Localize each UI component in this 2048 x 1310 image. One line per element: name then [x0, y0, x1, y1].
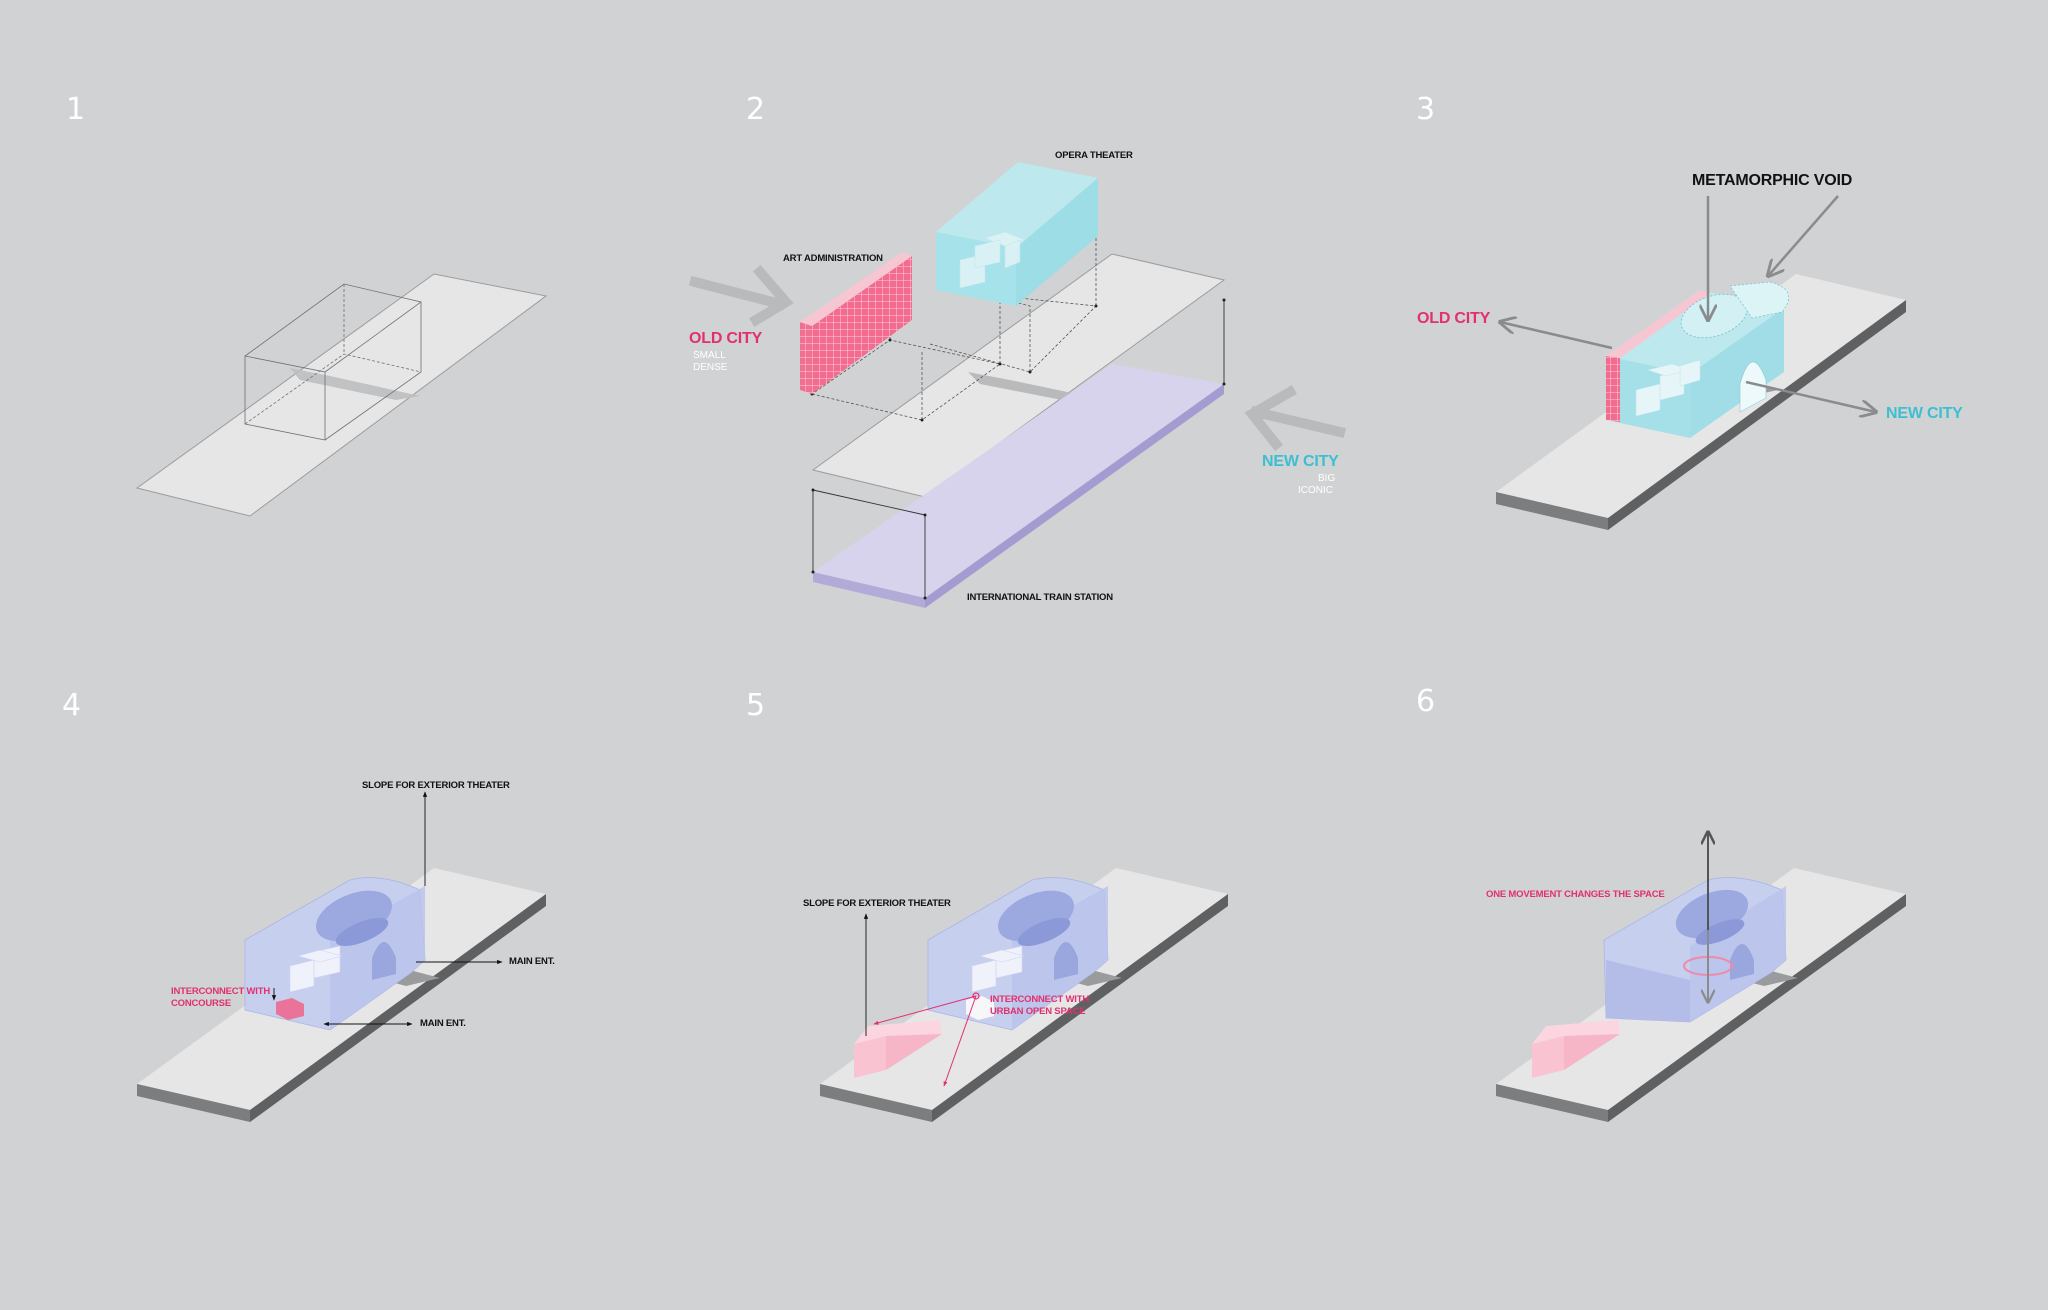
panel-number-6: 6 [1416, 684, 1436, 719]
panel-number-2: 2 [746, 92, 766, 127]
opera-theater-top [936, 162, 1098, 248]
interconnect-concourse-label: INTERCONNECT WITH CONCOURSE [171, 986, 270, 1010]
void-arch [1054, 942, 1078, 980]
blue-volume-lower [1606, 960, 1690, 1022]
slab-side [1496, 1084, 1608, 1122]
void-inner [335, 918, 389, 946]
pink-top [1606, 290, 1712, 358]
rail-band [290, 368, 420, 400]
pink-pavilion-side [1532, 1036, 1564, 1078]
slab-side [137, 1084, 250, 1122]
slab-side-2 [1608, 894, 1906, 1122]
void-arrow-diag [1768, 195, 1839, 276]
main-entrance-label-2: MAIN ENT. [420, 1018, 466, 1029]
site-slab [135, 273, 548, 517]
old-city-arrow [1500, 322, 1613, 350]
pink-pavilion-side [854, 1036, 886, 1078]
panel-number-3: 3 [1416, 92, 1436, 127]
opera-theater-side [1016, 178, 1098, 306]
slab-side-2 [1608, 300, 1906, 530]
interior-cubes [289, 945, 344, 993]
art-administration-label: ART ADMINISTRATION [783, 253, 883, 264]
void-inner [1017, 918, 1071, 946]
slope-label-4: SLOPE FOR EXTERIOR THEATER [362, 780, 510, 791]
slab-side [820, 1084, 932, 1122]
main-entrance-label-1: MAIN ENT. [509, 956, 555, 967]
new-city-arrow [1244, 385, 1347, 452]
new-city-arrow [1745, 380, 1876, 412]
panel-number-5: 5 [746, 688, 766, 723]
slope-label-5: SLOPE FOR EXTERIOR THEATER [803, 898, 951, 909]
void-cap [1729, 281, 1790, 319]
panel-4 [137, 791, 546, 1122]
art-administration-top [800, 252, 912, 326]
void-arch [1739, 361, 1767, 413]
old-city-label: OLD CITY [689, 330, 763, 347]
train-station-plate [813, 364, 1224, 598]
panel-6 [1496, 832, 1906, 1122]
interconnect-line-1: INTERCONNECT WITH [171, 986, 270, 997]
new-city-big-label: BIG [1318, 473, 1336, 484]
panel-number-4: 4 [62, 688, 82, 723]
train-station-edge [813, 572, 925, 608]
pink-pavilion-roof [1532, 1020, 1620, 1044]
art-administration-front [812, 256, 912, 394]
interconnect-line-2: CONCOURSE [171, 998, 231, 1009]
new-city-label-3: NEW CITY [1886, 405, 1963, 422]
metamorphic-void-label: METAMORPHIC VOID [1692, 172, 1853, 189]
interconnect-urban-label: INTERCONNECT WITH URBAN OPEN SPACE [990, 994, 1089, 1018]
interior-cubes [1635, 359, 1701, 417]
interconnect-line-1: INTERCONNECT WITH [990, 994, 1089, 1005]
pink-cube [276, 998, 304, 1020]
dim-dots [810, 298, 1226, 600]
old-city-dense-label: DENSE [693, 362, 728, 373]
pink-pavilion-front [886, 1034, 942, 1070]
building-side [1690, 308, 1784, 438]
new-city-label: NEW CITY [1262, 453, 1339, 470]
pink-facade [1606, 356, 1620, 422]
pink-pavilion-front [1564, 1034, 1620, 1070]
wireframe-volume [244, 283, 422, 441]
rail-band [968, 372, 1096, 402]
white-cube [966, 996, 994, 1020]
new-city-iconic-label: ICONIC [1298, 485, 1333, 496]
old-city-label-3: OLD CITY [1417, 310, 1491, 327]
old-city-small-label: SMALL [693, 350, 726, 361]
interconnect-arrow-2 [943, 995, 977, 1087]
art-administration-side [800, 322, 812, 394]
interconnect-line-2: URBAN OPEN SPACE [990, 1006, 1086, 1017]
void-arch [372, 942, 396, 980]
slab-side [1496, 492, 1608, 530]
old-city-arrow [688, 264, 794, 327]
train-station-edge-2 [925, 384, 1224, 608]
slab-side-2 [250, 894, 546, 1122]
void-arch [1730, 944, 1754, 980]
train-station-label: INTERNATIONAL TRAIN STATION [967, 592, 1113, 603]
site-slab [811, 253, 1226, 498]
node-point [972, 992, 980, 1000]
panel-3 [1496, 195, 1906, 530]
panel-number-1: 1 [66, 92, 86, 127]
slab-side-2 [932, 894, 1228, 1122]
opera-theater-label: OPERA THEATER [1055, 150, 1133, 161]
opera-interior-cubes [959, 231, 1026, 289]
movement-label: ONE MOVEMENT CHANGES THE SPACE [1486, 889, 1665, 900]
interior-cubes [971, 945, 1026, 993]
interconnect-arrow-1 [873, 995, 977, 1025]
panel-5 [820, 868, 1228, 1122]
panel-2 [688, 162, 1347, 608]
panel-1 [135, 273, 548, 517]
wireframe-lines [812, 300, 1225, 598]
pink-pavilion-roof [854, 1020, 942, 1044]
